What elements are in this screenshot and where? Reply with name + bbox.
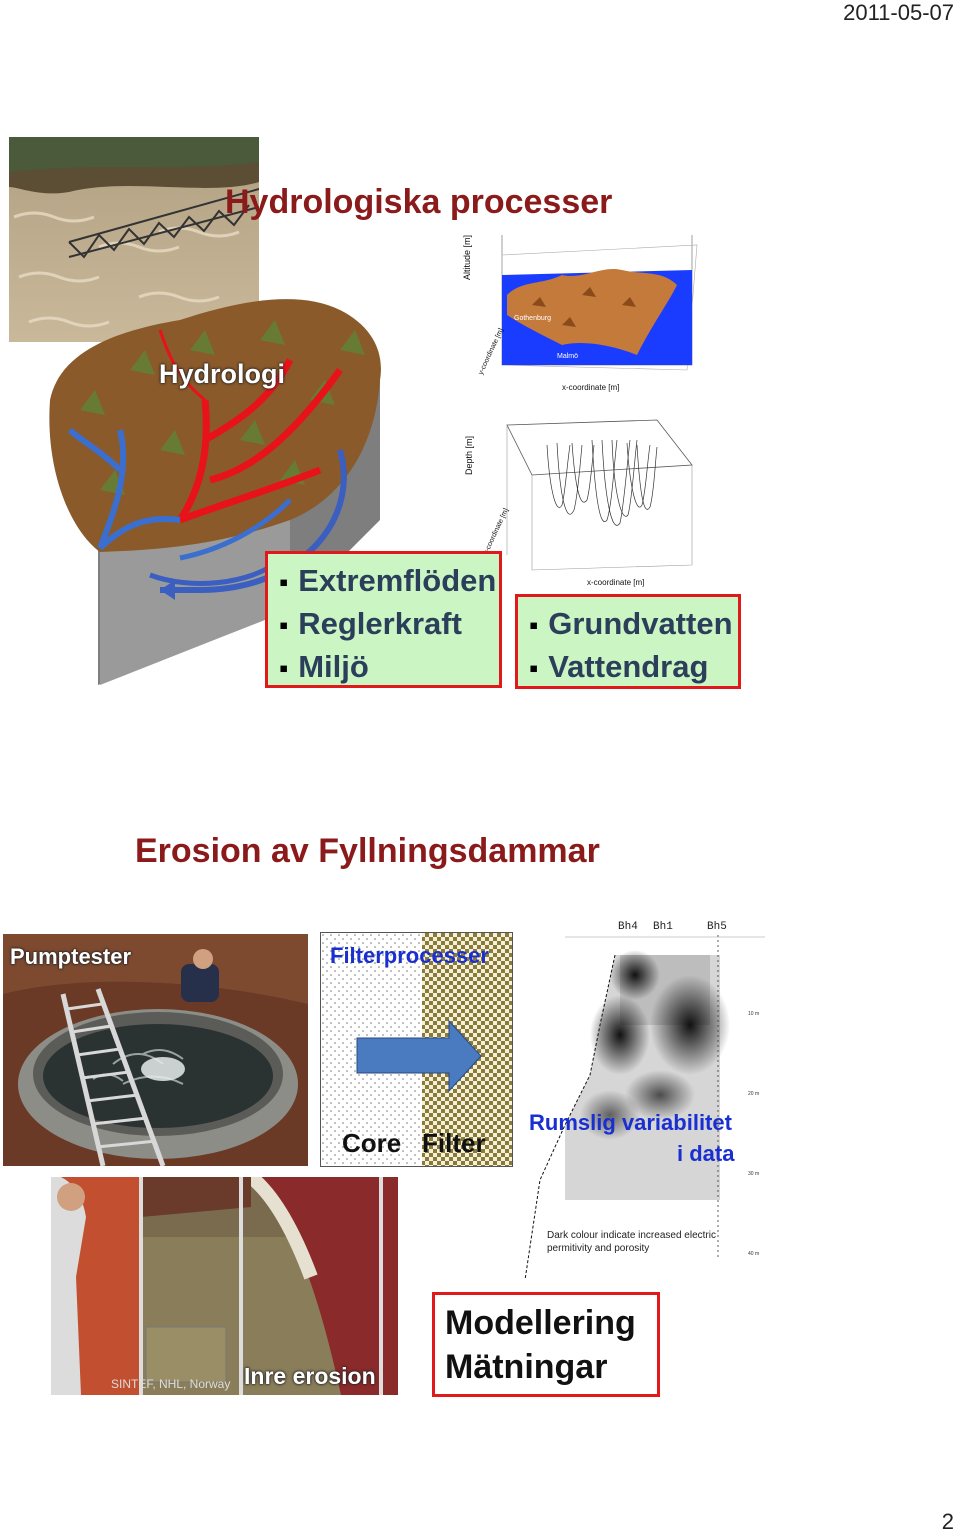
filterprocesser-label: Filterprocesser xyxy=(330,943,489,968)
place-malmo: Malmö xyxy=(557,353,578,360)
water-list: Grundvatten Vattendrag xyxy=(529,603,738,689)
modelling-box: Modellering Mätningar xyxy=(432,1292,660,1397)
processes-box: Extremflöden Reglerkraft Miljö xyxy=(265,551,502,688)
variability-line1: Rumslig variabilitet xyxy=(529,1110,732,1135)
lab-erosion-photo xyxy=(51,1177,398,1395)
slide2-title: Erosion av Fyllningsdammar xyxy=(135,832,600,870)
depth-40m: 40 m xyxy=(748,1251,759,1257)
map-y2-label: y-coordinate [m] xyxy=(477,327,505,375)
bh4-label: Bh4 xyxy=(618,921,638,933)
place-gothenburg: Gothenburg xyxy=(514,315,551,322)
filter-label: Filter xyxy=(422,1128,486,1158)
depth-20m: 20 m xyxy=(748,1091,759,1097)
pump-test-photo xyxy=(3,934,308,1166)
sintef-credit: SINTEF, NHL, Norway xyxy=(111,1377,231,1391)
variability-line2: i data xyxy=(677,1141,735,1166)
pumptester-label: Pumptester xyxy=(10,944,132,969)
map-x-label: x-coordinate [m] xyxy=(562,383,619,392)
bullet-vattendrag: Vattendrag xyxy=(529,646,738,689)
page-number: 2 xyxy=(941,1509,954,1534)
bullet-reglerkraft: Reglerkraft xyxy=(279,603,499,646)
depth-10m: 10 m xyxy=(748,1011,759,1017)
bh5-label: Bh5 xyxy=(707,921,727,933)
flood-bridge-photo xyxy=(9,137,259,342)
porosity-note-line2: permitivity and porosity xyxy=(547,1243,650,1254)
porosity-note-line1: Dark colour indicate increased electric xyxy=(547,1230,716,1241)
depth-y2-label: y-coordinate [m] xyxy=(482,507,510,555)
date-label: 2011-05-07 xyxy=(843,0,954,25)
terrain-3d-plot: Altitude [m] y-coordinate [m] Gothenburg… xyxy=(462,225,707,395)
slide1-title: Hydrologiska processer xyxy=(225,183,613,221)
borehole-profile: Bh4 Bh1 Bh5 10 m 20 m 30 m 40 m xyxy=(520,915,765,1285)
filter-diagram xyxy=(320,932,513,1167)
map-y-label: Altitude [m] xyxy=(462,235,472,280)
depth-x-label: x-coordinate [m] xyxy=(587,578,644,587)
bullet-grundvatten: Grundvatten xyxy=(529,603,738,646)
matningar-label: Mätningar xyxy=(445,1348,608,1386)
bullet-extremfloden: Extremflöden xyxy=(279,560,499,603)
processes-list: Extremflöden Reglerkraft Miljö xyxy=(279,560,499,689)
hydrologi-label: Hydrologi xyxy=(159,359,285,389)
depth-y-label: Depth [m] xyxy=(464,436,474,475)
water-box: Grundvatten Vattendrag xyxy=(515,594,741,689)
bullet-miljo: Miljö xyxy=(279,646,499,689)
depth-30m: 30 m xyxy=(748,1171,759,1177)
modellering-label: Modellering xyxy=(445,1304,636,1342)
core-label: Core xyxy=(342,1128,402,1158)
bh1-label: Bh1 xyxy=(653,921,673,933)
inre-erosion-label: Inre erosion xyxy=(244,1363,376,1389)
depth-3d-plot: Depth [m] y-coordinate [m] x-coordinate … xyxy=(462,405,707,590)
